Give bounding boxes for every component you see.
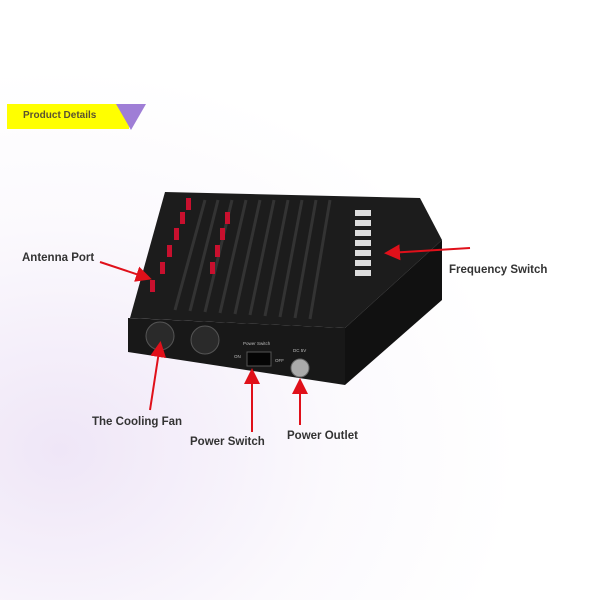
label-cooling-fan: The Cooling Fan xyxy=(92,416,183,428)
svg-text:OFF: OFF xyxy=(275,358,284,363)
cooling-fan-arrow xyxy=(149,341,167,411)
label-antenna-port: Antenna Port xyxy=(22,252,95,264)
label-frequency-switch: Frequency Switch xyxy=(449,264,548,276)
triangle-icon xyxy=(116,104,146,130)
svg-text:DC 5V: DC 5V xyxy=(293,348,306,353)
antenna-port-arrow xyxy=(99,261,152,282)
label-power-switch: Power Switch xyxy=(190,436,265,448)
banner-title: Product Details xyxy=(23,110,97,121)
fan-icon xyxy=(190,325,220,355)
svg-text:ON: ON xyxy=(234,354,241,359)
power-switch-rocker xyxy=(246,351,272,367)
product-details-banner: Product Details xyxy=(7,104,129,129)
power-outlet-connector xyxy=(290,358,310,378)
frequency-switch-bank xyxy=(355,210,371,276)
svg-text:Power Switch: Power Switch xyxy=(243,341,271,346)
frequency-switch-arrow xyxy=(384,244,471,261)
label-power-outlet: Power Outlet xyxy=(287,430,358,442)
jammer-device: Power Switch ON OFF DC 5V xyxy=(128,192,442,385)
